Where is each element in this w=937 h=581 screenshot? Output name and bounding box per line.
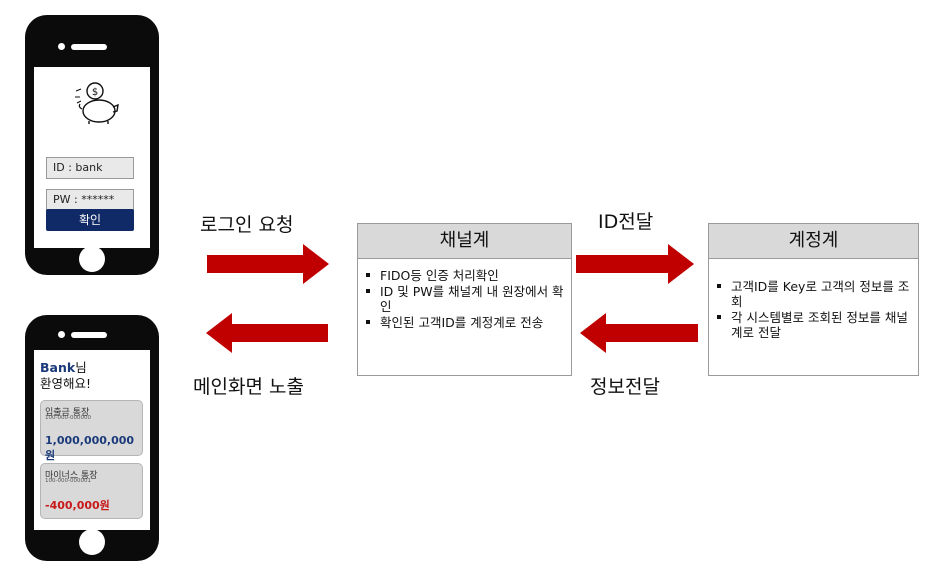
svg-text:$: $ — [92, 87, 98, 98]
account-balance: 1,000,000,000원 — [45, 434, 135, 462]
info-transfer-label: 정보전달 — [590, 376, 660, 398]
left-arrow — [580, 313, 698, 353]
welcome-suffix: 님 — [75, 360, 87, 375]
channel-system-box: 채널계 FIDO등 인증 처리확인 ID 및 PW를 채널계 내 원장에서 확인… — [357, 223, 572, 376]
channel-system-list: FIDO등 인증 처리확인 ID 및 PW를 채널계 내 원장에서 확인 확인된… — [358, 259, 571, 330]
left-arrow — [206, 313, 328, 353]
account-system-box: 계정계 고객ID를 Key로 고객의 정보를 조회 각 시스템별로 조회된 정보… — [708, 223, 919, 376]
account-system-list: 고객ID를 Key로 고객의 정보를 조회 각 시스템별로 조회된 정보를 채널… — [709, 259, 918, 340]
piggy-bank-icon: $ — [75, 82, 119, 124]
account-name: 입출금 통장 — [45, 408, 90, 418]
home-button[interactable] — [79, 246, 105, 272]
account-name: 마이너스 통장 — [45, 471, 98, 481]
account-number: 100-000-000001 — [45, 478, 91, 484]
welcome-name: Bank — [40, 360, 76, 375]
list-item: FIDO등 인증 처리확인 — [358, 268, 571, 283]
list-item: 고객ID를 Key로 고객의 정보를 조회 — [709, 279, 918, 309]
list-item: 확인된 고객ID를 계정계로 전송 — [358, 315, 571, 330]
speaker — [71, 332, 107, 338]
account-number: 100-000-000000 — [45, 415, 91, 421]
speaker — [71, 44, 107, 50]
main-phone: Bank님 환영해요! 입출금 통장 100-000-000000 1,000,… — [25, 315, 159, 561]
password-field[interactable]: PW : ****** — [46, 189, 134, 211]
account-system-title: 계정계 — [709, 224, 918, 259]
welcome-message: Bank님 환영해요! — [40, 360, 91, 392]
account-card[interactable]: 마이너스 통장 100-000-000001 -400,000원 — [40, 463, 143, 519]
home-button[interactable] — [79, 529, 105, 555]
welcome-line2: 환영해요! — [40, 376, 92, 391]
id-field[interactable]: ID : bank — [46, 157, 134, 179]
list-item: ID 및 PW를 채널계 내 원장에서 확인 — [358, 284, 571, 314]
right-arrow — [576, 244, 694, 284]
id-transfer-label: ID전달 — [598, 211, 654, 233]
camera-dot — [58, 331, 65, 338]
channel-system-title: 채널계 — [358, 224, 571, 259]
confirm-button[interactable]: 확인 — [46, 209, 134, 231]
list-item: 각 시스템별로 조회된 정보를 채널계로 전달 — [709, 310, 918, 340]
account-card[interactable]: 입출금 통장 100-000-000000 1,000,000,000원 — [40, 400, 143, 462]
camera-dot — [58, 43, 65, 50]
login-screen: $ ID : bank PW : ****** 확인 — [34, 67, 150, 248]
main-screen: Bank님 환영해요! 입출금 통장 100-000-000000 1,000,… — [34, 350, 150, 530]
account-balance: -400,000원 — [45, 499, 110, 512]
main-screen-label: 메인화면 노출 — [193, 376, 304, 398]
right-arrow — [207, 244, 329, 284]
login-request-label: 로그인 요청 — [200, 214, 294, 236]
login-phone: $ ID : bank PW : ****** 확인 — [25, 15, 159, 275]
